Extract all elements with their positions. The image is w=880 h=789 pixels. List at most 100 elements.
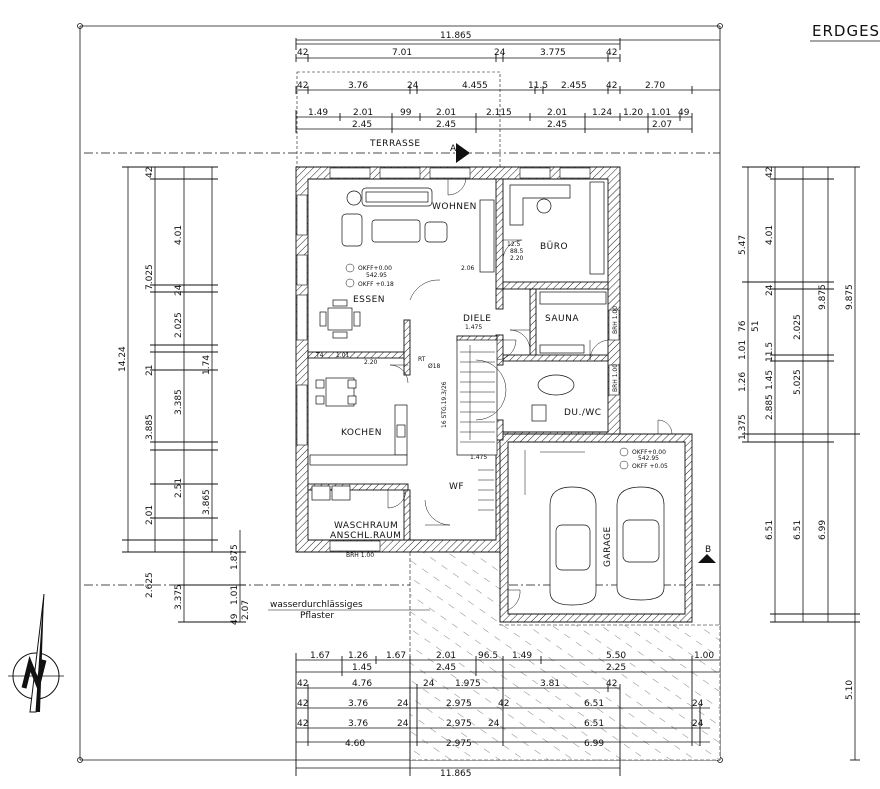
dim: 2.975 bbox=[446, 699, 472, 709]
dim: 24 bbox=[765, 284, 775, 296]
dim: 76 bbox=[738, 320, 748, 332]
north-arrow-icon bbox=[8, 593, 64, 713]
plant bbox=[346, 190, 362, 206]
small-label: 1.475 bbox=[470, 454, 487, 461]
dim: 24 bbox=[423, 679, 435, 689]
small-label: 1.01 bbox=[336, 352, 350, 359]
small-label: BRH 1.00 bbox=[612, 364, 619, 392]
dim: 11.5 bbox=[528, 81, 548, 91]
dim: 4.76 bbox=[352, 679, 372, 689]
dim: 42 bbox=[145, 167, 155, 178]
dim: 5.50 bbox=[606, 651, 626, 661]
dim: 4.01 bbox=[174, 225, 184, 245]
dim: 2.70 bbox=[645, 81, 665, 91]
dim: 1.00 bbox=[694, 651, 714, 661]
room-anschl: ANSCHL.RAUM bbox=[330, 531, 401, 541]
dim: 2.625 bbox=[145, 572, 155, 598]
coffee-table bbox=[371, 219, 421, 243]
dim: 1.67 bbox=[386, 651, 406, 661]
dim: 2.07 bbox=[241, 600, 251, 620]
dim: 49 bbox=[678, 108, 690, 118]
dim: 7.01 bbox=[392, 48, 412, 58]
armchair-left bbox=[341, 213, 363, 247]
overall-dim-bottom: 11.865 bbox=[440, 769, 472, 779]
dim: 9.875 bbox=[818, 284, 828, 310]
dim: 3.375 bbox=[174, 584, 184, 610]
level-marker-2: OKFF+0.00 542.95 OKFF +0.05 bbox=[619, 447, 668, 470]
dim: 3.865 bbox=[202, 489, 212, 515]
right-dimensions bbox=[742, 166, 860, 761]
svg-text:OKFF+0.00: OKFF+0.00 bbox=[358, 265, 392, 272]
svg-text:OKFF+0.00: OKFF+0.00 bbox=[632, 449, 666, 456]
dim: 11.5 bbox=[765, 342, 775, 362]
dim: 42 bbox=[297, 48, 308, 58]
car-1 bbox=[549, 486, 597, 606]
room-wohnen: WOHNEN bbox=[432, 202, 477, 212]
dim: 4.60 bbox=[345, 739, 365, 749]
dim: 2.025 bbox=[174, 312, 184, 338]
room-essen: ESSEN bbox=[353, 295, 385, 305]
dim: 1.975 bbox=[455, 679, 481, 689]
dim: 42 bbox=[606, 81, 617, 91]
dim: 6.51 bbox=[765, 520, 775, 540]
staircase bbox=[456, 339, 507, 456]
room-kochen: KOCHEN bbox=[341, 428, 382, 438]
dining-table bbox=[319, 299, 361, 339]
dim: 24 bbox=[407, 81, 419, 91]
dim: 1.74 bbox=[202, 355, 212, 375]
dim: 96.5 bbox=[478, 651, 498, 661]
dim: 2.45 bbox=[436, 120, 456, 130]
windows bbox=[296, 167, 620, 552]
small-label: 16 STG.19.3/26 bbox=[441, 381, 448, 428]
dim: 42 bbox=[606, 679, 617, 689]
dim: 3.885 bbox=[145, 414, 155, 440]
shower-tray bbox=[537, 374, 575, 396]
dim: 2.01 bbox=[353, 108, 373, 118]
small-label: 12.5 bbox=[507, 241, 521, 248]
room-buero: BÜRO bbox=[540, 241, 568, 252]
dim: 2.25 bbox=[606, 663, 626, 673]
dim: 2.025 bbox=[793, 314, 803, 340]
dim: 1.375 bbox=[738, 414, 748, 440]
dim: 1.26 bbox=[738, 372, 748, 392]
dim: 3.76 bbox=[348, 81, 368, 91]
dim: 5.025 bbox=[793, 369, 803, 395]
small-label: BRH 1.00 bbox=[346, 552, 374, 559]
left-dimensions bbox=[122, 166, 246, 623]
terrace-label: TERRASSE bbox=[369, 139, 421, 149]
dim: 2.51 bbox=[174, 478, 184, 498]
wf-stair bbox=[478, 469, 494, 511]
dim: 7.025 bbox=[145, 264, 155, 290]
dim: 6.51 bbox=[584, 699, 604, 709]
dim: 24 bbox=[494, 48, 506, 58]
dim: 42 bbox=[606, 48, 617, 58]
sheet-title: ERDGES bbox=[812, 22, 880, 40]
dim: 2.01 bbox=[436, 108, 456, 118]
sauna-bench bbox=[539, 291, 607, 305]
dim: 42 bbox=[297, 81, 308, 91]
dim: 42 bbox=[297, 719, 308, 729]
dim: 2.45 bbox=[547, 120, 567, 130]
bottom-dimensions bbox=[295, 653, 720, 776]
room-wf: WF bbox=[449, 482, 464, 492]
dim: 1.875 bbox=[230, 544, 240, 570]
interior-walls bbox=[307, 178, 609, 541]
dim: 2.455 bbox=[561, 81, 587, 91]
stove bbox=[396, 424, 406, 438]
dim: 2.01 bbox=[547, 108, 567, 118]
dim: 6.99 bbox=[584, 739, 604, 749]
section-b-label-2: B bbox=[705, 545, 711, 555]
kitchen-table bbox=[315, 377, 357, 407]
washroom-appliances bbox=[311, 485, 351, 501]
paving-label-1: wasserdurchlässiges bbox=[270, 600, 363, 610]
washbasin bbox=[531, 404, 547, 422]
room-duwc: DU./WC bbox=[564, 408, 602, 418]
dim: 1.45 bbox=[352, 663, 372, 673]
top-dimensions bbox=[295, 38, 720, 133]
dim: 1.26 bbox=[348, 651, 368, 661]
dim: 1.24 bbox=[592, 108, 612, 118]
dim: 6.51 bbox=[793, 520, 803, 540]
dim: 24 bbox=[397, 719, 409, 729]
dim: 1.20 bbox=[623, 108, 643, 118]
